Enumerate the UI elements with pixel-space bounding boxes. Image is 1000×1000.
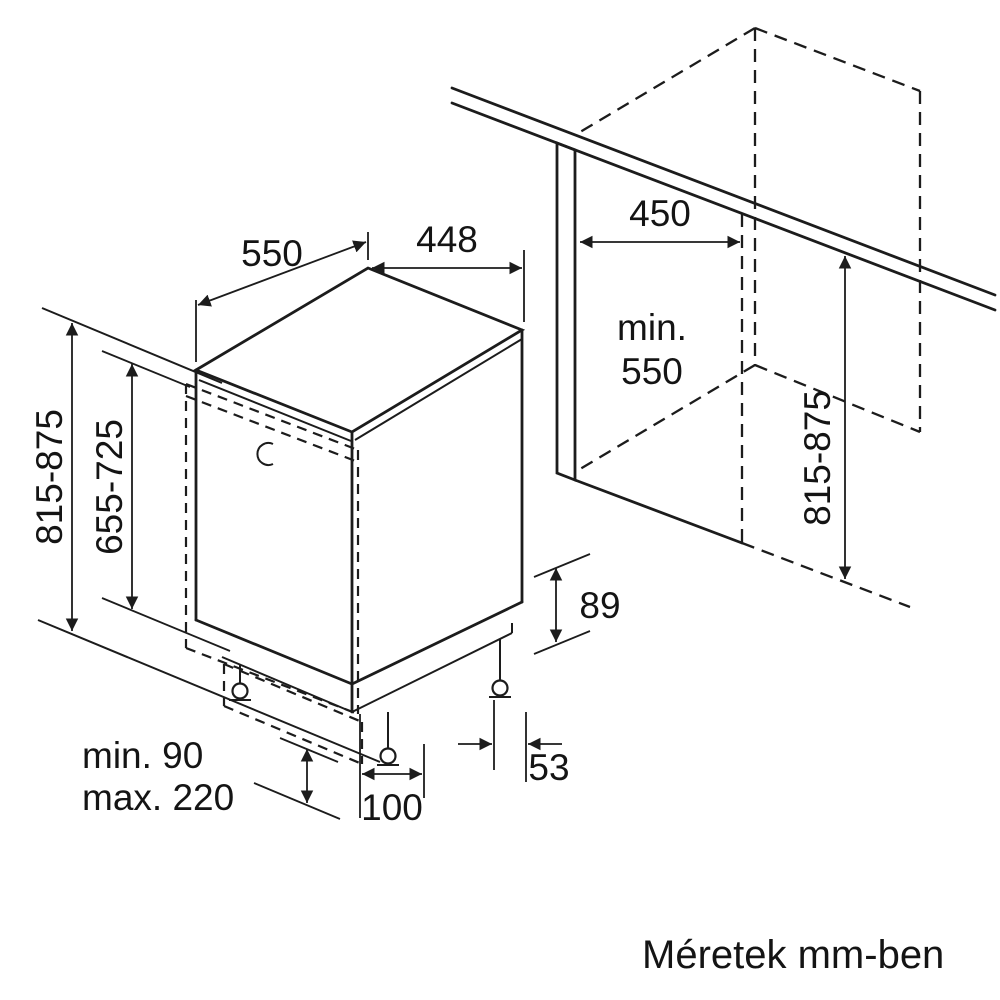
appliance-door — [184, 382, 364, 766]
dim-front-offset: 100 — [361, 787, 423, 828]
dim-niche-height: 815-875 — [797, 390, 838, 526]
door-handle — [256, 442, 274, 466]
dim-top-width: 448 — [416, 219, 478, 260]
floor-lines — [37, 307, 381, 763]
dim-plinth-min: min. 90 — [82, 735, 203, 776]
dim-side-offset: 53 — [528, 747, 569, 788]
dim-left-height: 815-875 — [29, 409, 70, 545]
dim-door-height: 655-725 — [89, 419, 130, 555]
foot-right — [489, 639, 511, 698]
dim-niche-depth-value: 550 — [621, 351, 683, 392]
worktop — [450, 86, 997, 312]
dim-niche-depth-label: min. — [617, 307, 687, 348]
foot-front — [377, 712, 399, 766]
caption: Méretek mm-ben — [642, 933, 944, 977]
foot-left — [229, 664, 251, 701]
dim-niche-width: 450 — [629, 193, 691, 234]
dim-side-gap: 89 — [579, 585, 620, 626]
dimension-lines — [65, 232, 852, 820]
dim-plinth-max: max. 220 — [82, 777, 234, 818]
niche — [555, 26, 922, 609]
dimension-labels: 550 448 450 min. 550 815-875 655-725 815… — [29, 193, 838, 828]
dim-top-depth: 550 — [241, 233, 303, 274]
